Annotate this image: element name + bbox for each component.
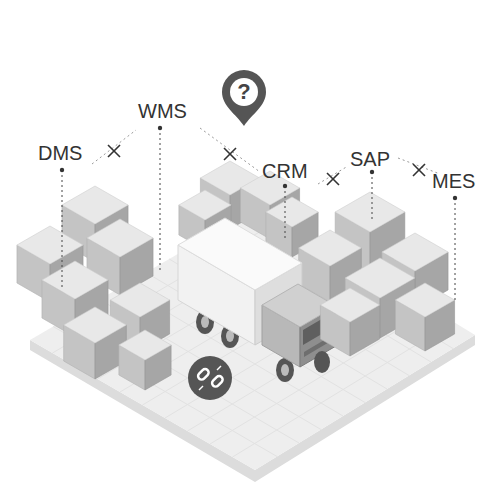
- cargo-box: [119, 330, 171, 390]
- system-label: DMS: [38, 142, 82, 164]
- truck: [178, 218, 336, 382]
- cargo-box: [395, 283, 454, 351]
- broken-link-icon: [188, 356, 232, 400]
- floor-grid: [53, 218, 454, 457]
- platform: [30, 205, 475, 470]
- cargo-box: [320, 288, 379, 356]
- system-label: MES: [432, 170, 475, 192]
- pin-symbol: ?: [237, 80, 250, 104]
- system-label: WMS: [138, 100, 187, 122]
- broken-connections: [92, 128, 440, 185]
- system-label: SAP: [350, 148, 390, 170]
- cargo-box: [64, 307, 127, 379]
- system-label: CRM: [262, 160, 308, 182]
- leader-lines: [60, 126, 457, 300]
- location-pin: [222, 70, 266, 126]
